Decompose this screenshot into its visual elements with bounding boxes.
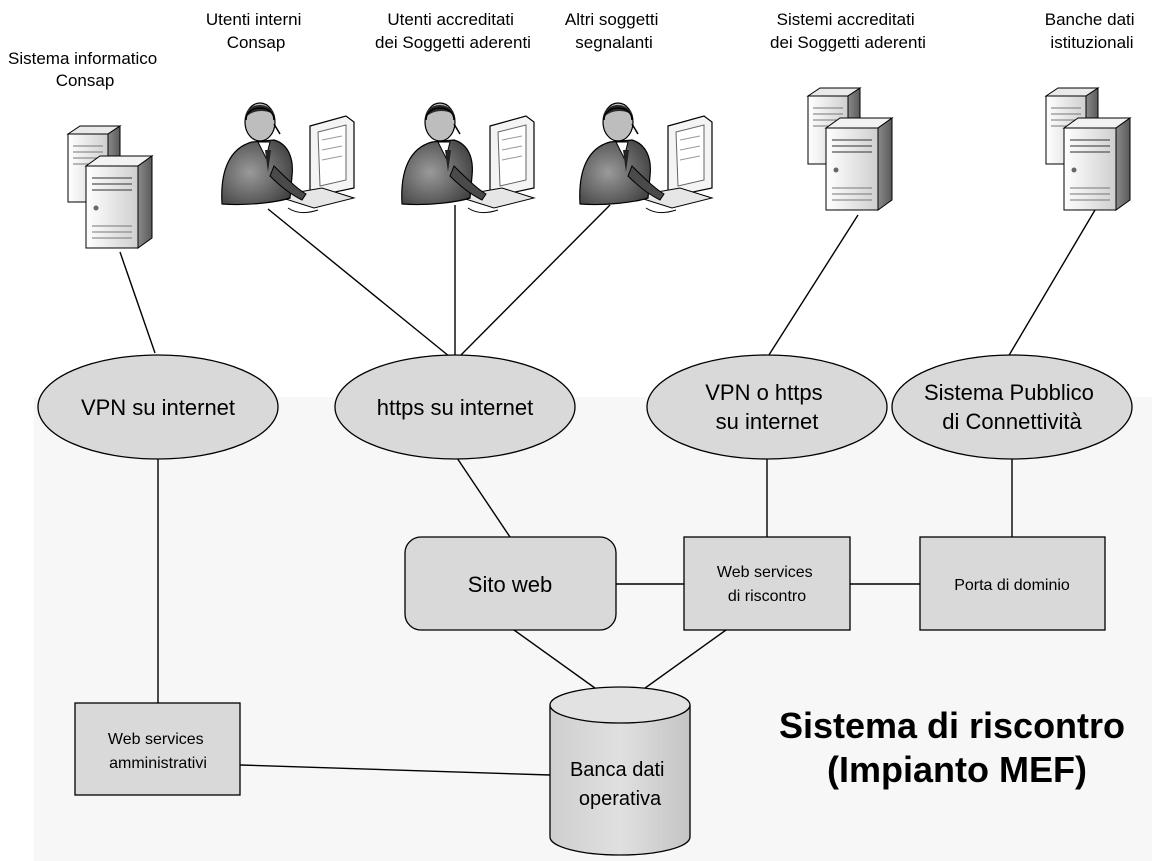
text-vpn-or-https-1: VPN o https — [705, 380, 822, 405]
label-institutional-db: Banche dati istituzionali — [1045, 10, 1140, 52]
server-pair-icon — [807, 87, 893, 211]
svg-text:Web services di riscontr: Web services di riscontro — [717, 564, 817, 605]
text-vpn-or-https-2: su internet — [716, 409, 819, 434]
label-internal-users: Utenti interni Consap — [206, 10, 306, 52]
svg-text:VPN su internet: VPN su internet — [81, 395, 235, 420]
svg-text:Web services amministrat: Web services amministrativi — [108, 731, 208, 772]
link-internal-users-https — [267, 208, 456, 362]
node-https-internet: https su internet — [334, 354, 576, 460]
user-at-computer-icon — [401, 102, 535, 214]
node-website: Sito web — [404, 536, 617, 631]
node-ws-admin: Web services amministrativi — [74, 702, 241, 796]
label-accredited-users: Utenti accreditati dei Soggetti aderenti — [375, 10, 531, 52]
text-ws-admin-1: Web services — [108, 731, 204, 748]
label-consap-system: Sistema informatico Consap — [8, 49, 162, 90]
svg-text:Banca dati operativa: Banca dati operativa — [570, 759, 670, 810]
connectors — [119, 204, 1096, 776]
node-vpn-internet: VPN su internet — [37, 354, 279, 460]
node-domain-port: Porta di dominio — [919, 536, 1106, 631]
text-ws-riscontro-1: Web services — [717, 564, 813, 581]
text-vpn-internet: VPN su internet — [81, 395, 235, 420]
text-spc-1: Sistema Pubblico — [924, 380, 1094, 405]
node-spc: Sistema Pubblico di Connettività — [891, 354, 1133, 460]
link-institutional-db-spc — [1007, 209, 1096, 358]
svg-text:Sistema Pubblico di Conn: Sistema Pubblico di Connettività — [924, 380, 1100, 434]
node-operational-db: Banca dati operativa — [549, 686, 691, 856]
text-db-1: Banca dati — [570, 759, 665, 781]
text-db-2: operativa — [579, 788, 662, 810]
zone-title-line1: Sistema di riscontro — [779, 705, 1125, 746]
text-https-internet: https su internet — [377, 395, 534, 420]
text-domain-port: Porta di dominio — [954, 577, 1070, 594]
server-pair-icon — [67, 125, 153, 249]
svg-text:Sito web: Sito web — [468, 572, 552, 597]
node-vpn-or-https: VPN o https su internet — [646, 354, 888, 460]
user-at-computer-icon — [221, 102, 355, 214]
text-website: Sito web — [468, 572, 552, 597]
link-consap-vpn — [119, 251, 156, 354]
zone-title: Sistema di riscontro (Impianto MEF) — [779, 705, 1135, 790]
link-accredited-systems-vpn — [766, 214, 859, 359]
svg-text:https su internet: https su internet — [377, 395, 534, 420]
link-https-website — [454, 454, 511, 538]
text-ws-admin-2: amministrativi — [109, 755, 207, 772]
server-pair-icon — [1045, 87, 1131, 211]
link-ws-admin-db — [239, 764, 551, 776]
zone-title-line2: (Impianto MEF) — [827, 749, 1087, 790]
user-at-computer-icon — [579, 102, 713, 214]
svg-text:VPN o https su internet: VPN o https su internet — [705, 380, 829, 434]
node-ws-riscontro: Web services di riscontro — [683, 536, 851, 631]
svg-text:Porta di dominio: Porta di dominio — [954, 577, 1070, 594]
link-other-subjects-https — [454, 204, 611, 362]
text-ws-riscontro-2: di riscontro — [728, 588, 806, 605]
label-accredited-systems: Sistemi accreditati dei Soggetti aderent… — [770, 10, 926, 52]
text-spc-2: di Connettività — [942, 409, 1082, 434]
label-other-subjects: Altri soggetti segnalanti — [565, 10, 663, 52]
